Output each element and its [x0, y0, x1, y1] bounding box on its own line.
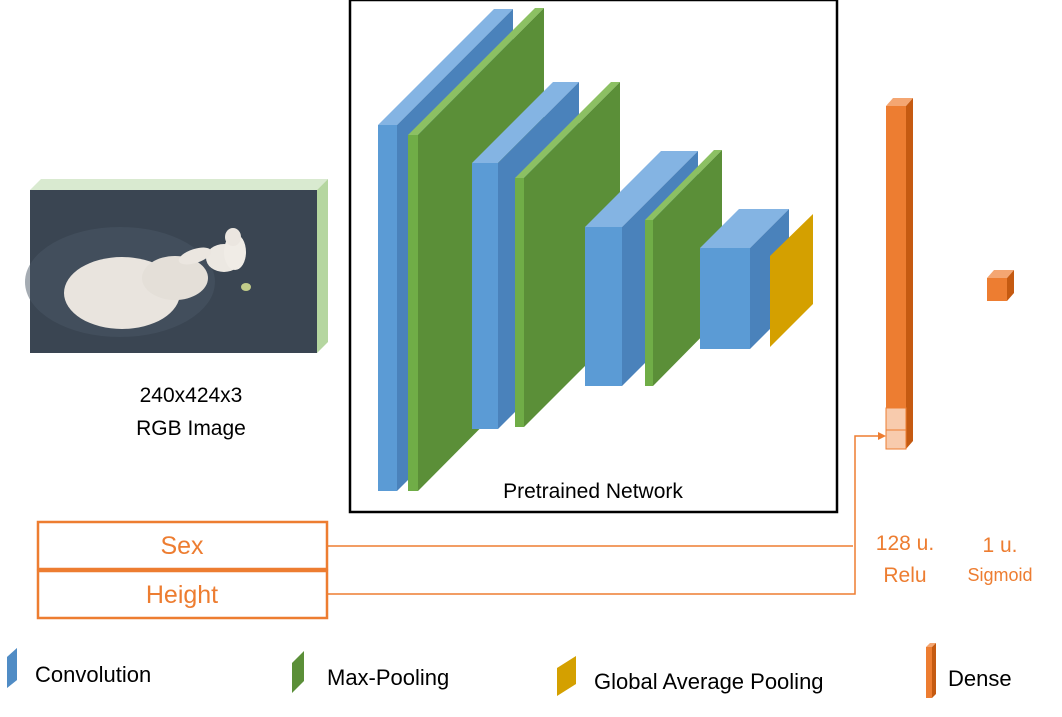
image-frame-side: [317, 179, 328, 353]
legend-max-pooling-label: Max-Pooling: [327, 665, 449, 690]
legend: [7, 643, 936, 698]
legend-dense-icon: [926, 643, 936, 698]
legend-dense-label: Dense: [948, 666, 1012, 691]
dense-1-units-label: 1 u.: [982, 534, 1017, 557]
input-image: [25, 179, 328, 353]
connector-arrowhead: [878, 432, 886, 440]
global-average-pooling-block: [770, 214, 813, 347]
legend-gap-label: Global Average Pooling: [594, 669, 824, 694]
image-dims-label: 240x424x3: [140, 384, 243, 407]
legend-convolution-label: Convolution: [35, 662, 151, 687]
sheep-figure: [64, 228, 251, 329]
pretrained-network-label: Pretrained Network: [503, 480, 683, 503]
conv-block-4: [700, 209, 789, 349]
dense-layer-128: [885, 98, 913, 450]
dense-1-activation-label: Sigmoid: [967, 565, 1032, 585]
height-connector: [328, 435, 880, 595]
sex-input-box: [36, 520, 329, 571]
dense-128-units-label: 128 u.: [876, 532, 934, 555]
legend-max-pooling-icon: [292, 651, 304, 693]
legend-convolution-icon: [7, 648, 17, 688]
dense-128-activation-label: Relu: [883, 564, 926, 587]
height-input-box: [36, 569, 329, 620]
legend-gap-icon: [557, 656, 576, 696]
image-caption-label: RGB Image: [136, 417, 246, 440]
dense-layer-1: [987, 270, 1014, 301]
sex-input-label: Sex: [160, 532, 204, 560]
image-frame-top: [30, 179, 328, 190]
height-input-label: Height: [146, 581, 218, 609]
auxiliary-inputs: [36, 520, 329, 620]
